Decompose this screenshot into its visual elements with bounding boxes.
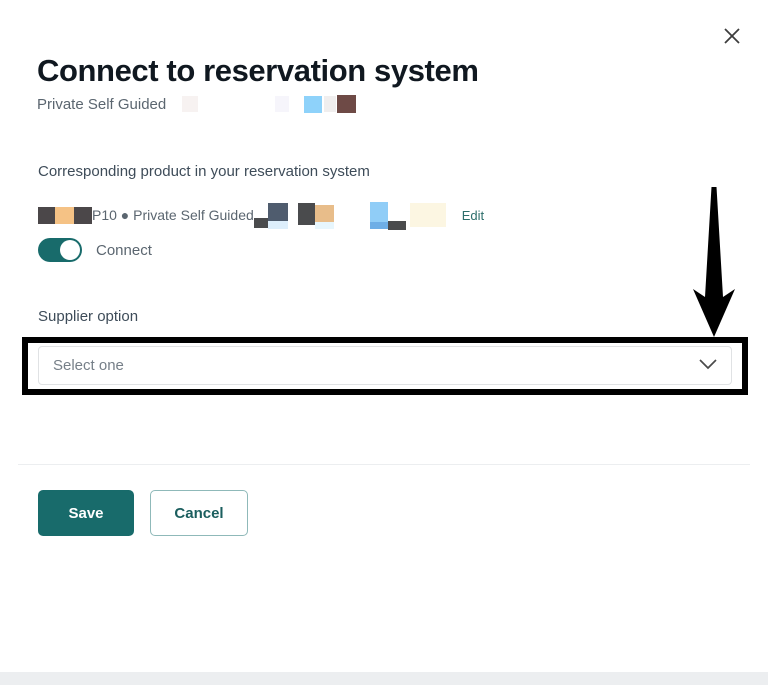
section-heading: Corresponding product in your reservatio… <box>38 163 370 180</box>
supplier-option-select[interactable]: Select one <box>38 346 732 385</box>
swatch-tan <box>55 206 74 224</box>
footer-divider <box>18 464 750 465</box>
chevron-down-icon <box>699 357 717 375</box>
product-label: P10 ● Private Self Guided <box>92 207 254 223</box>
product-thumbnail-2 <box>297 201 334 229</box>
thumb-block-2 <box>275 96 290 113</box>
product-thumbnail-2-part <box>314 222 334 229</box>
product-thumbnail-4 <box>409 201 446 229</box>
connect-toggle[interactable] <box>38 238 82 262</box>
product-thumbnail-3 <box>369 201 406 230</box>
product-thumbnail-1-part <box>267 221 288 229</box>
product-thumbnail-group <box>253 201 446 230</box>
product-thumbnail-1-part <box>267 203 288 221</box>
product-thumbnail-1-part <box>253 218 269 228</box>
product-thumbnail-3-part <box>387 221 406 230</box>
product-thumbnail-3-part <box>369 222 388 229</box>
thumb-block-1 <box>182 96 199 113</box>
close-button[interactable] <box>718 22 746 50</box>
thumb-block-5 <box>337 95 357 114</box>
modal-footer: Save Cancel <box>38 490 248 536</box>
thumb-block-4 <box>324 96 337 113</box>
modal-header: Connect to reservation system Private Se… <box>37 52 677 114</box>
product-thumbnail-2-part <box>314 205 334 222</box>
subtitle-row: Private Self Guided <box>37 95 677 114</box>
product-thumbnail-1 <box>253 201 288 229</box>
product-swatch-group <box>38 206 92 224</box>
cancel-button[interactable]: Cancel <box>150 490 248 536</box>
edit-link[interactable]: Edit <box>461 207 485 223</box>
swatch-dark-1 <box>38 206 55 224</box>
connect-toggle-row: Connect <box>38 237 152 263</box>
save-button[interactable]: Save <box>38 490 134 536</box>
supplier-option-value: Select one <box>53 357 124 374</box>
supplier-option-label: Supplier option <box>38 308 139 325</box>
subtitle-thumbnail-strip <box>166 95 566 114</box>
corresponding-product-row: P10 ● Private Self Guided Edit <box>38 200 484 230</box>
close-icon <box>722 26 742 46</box>
subtitle-text: Private Self Guided <box>37 95 167 113</box>
down-arrow-annotation <box>686 187 742 337</box>
swatch-dark-2 <box>74 206 92 224</box>
toggle-knob <box>60 240 80 260</box>
product-thumbnail-4-part <box>409 203 446 227</box>
bottom-strip <box>0 672 768 685</box>
page-title: Connect to reservation system <box>37 53 479 88</box>
thumb-block-3 <box>304 96 323 114</box>
product-thumbnail-2-part <box>297 203 315 225</box>
product-thumbnail-3-part <box>369 202 388 222</box>
connect-toggle-label: Connect <box>96 241 152 259</box>
